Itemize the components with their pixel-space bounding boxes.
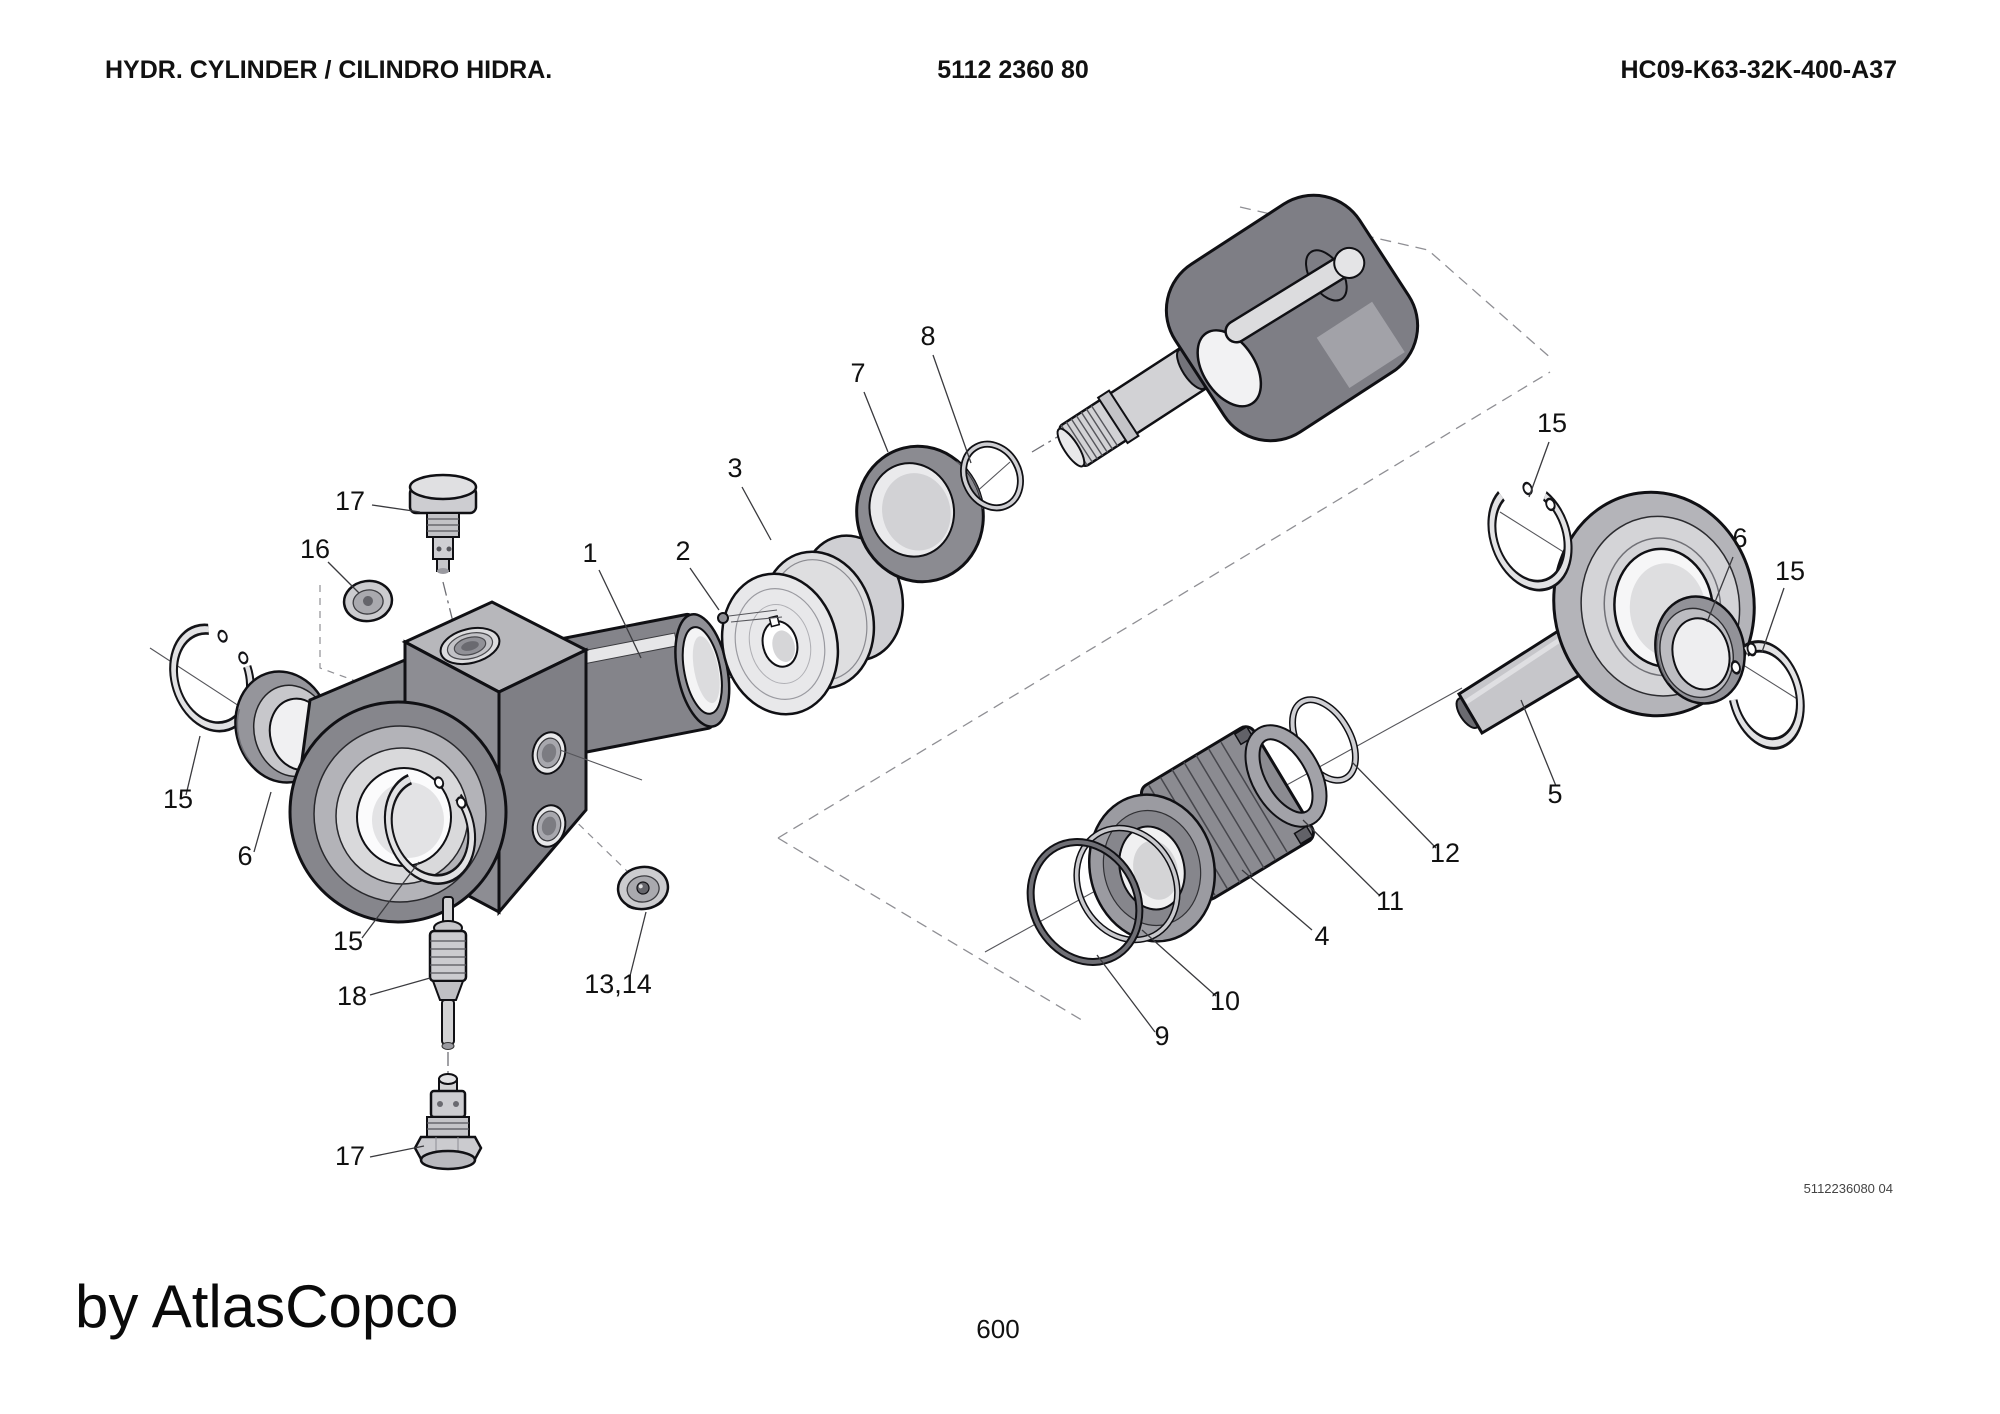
o-ring-9	[1026, 838, 1144, 966]
top-port	[439, 626, 501, 666]
callout-15-bore: 15	[333, 926, 363, 956]
callout-11: 11	[1376, 886, 1404, 916]
drawing-ref-number: 5112236080 04	[1804, 1181, 1893, 1196]
callout-10: 10	[1210, 986, 1240, 1016]
callout-13-14: 13,14	[584, 969, 652, 999]
snap-ring-right	[1727, 640, 1805, 750]
callout-9: 9	[1154, 1021, 1169, 1051]
o-ring-10	[1073, 824, 1181, 944]
side-port-lower	[531, 804, 567, 848]
callout-1: 1	[582, 538, 597, 568]
callout-labels: 17 16 15 6 15 18 17 13,14 1 2 3 7 8 15 6…	[163, 321, 1805, 1171]
brand-credit: by AtlasCopco	[75, 1273, 459, 1340]
piston	[720, 534, 905, 716]
callout-17-bottom: 17	[335, 1141, 365, 1171]
plug-13-14	[616, 865, 670, 911]
callout-16: 16	[300, 534, 330, 564]
page-number: 600	[976, 1314, 1019, 1344]
callout-7: 7	[850, 358, 865, 388]
valve-17-top	[408, 473, 478, 574]
rod-threaded-end	[1056, 345, 1211, 468]
o-ring-8	[960, 440, 1024, 512]
callout-3: 3	[727, 453, 742, 483]
callout-4: 4	[1314, 921, 1329, 951]
valve-18	[428, 896, 468, 1050]
callout-8: 8	[920, 321, 935, 351]
callout-15-left: 15	[163, 784, 193, 814]
callout-18: 18	[337, 981, 367, 1011]
page-title: HYDR. CYLINDER / CILINDRO HIDRA.	[105, 56, 552, 84]
callout-2: 2	[675, 536, 690, 566]
callout-6-right: 6	[1732, 523, 1747, 553]
gland-nut	[1087, 725, 1315, 943]
callout-leader-lines	[185, 354, 1785, 1158]
cushion-ring	[855, 444, 985, 584]
plug-16	[342, 579, 394, 623]
header-model-code: HC09-K63-32K-400-A37	[1620, 56, 1897, 84]
callout-12: 12	[1430, 838, 1460, 868]
snap-ring-bore	[383, 771, 477, 885]
set-screw	[717, 609, 783, 624]
bearing-right	[1654, 595, 1746, 705]
side-port-upper	[531, 731, 567, 775]
valve-17-bottom	[413, 1073, 483, 1171]
seal-ring-11	[1244, 724, 1328, 828]
cylinder-body	[288, 600, 731, 924]
callout-17-top: 17	[335, 486, 365, 516]
callout-6-left: 6	[237, 841, 252, 871]
header-part-number: 5112 2360 80	[937, 56, 1089, 84]
callout-15-rodtop: 15	[1537, 408, 1567, 438]
callout-5: 5	[1547, 779, 1562, 809]
snap-ring-left	[169, 623, 255, 733]
rod-head-cylinder	[1164, 193, 1420, 443]
callout-15-right: 15	[1775, 556, 1805, 586]
snap-ring-rod-top	[1487, 480, 1573, 592]
